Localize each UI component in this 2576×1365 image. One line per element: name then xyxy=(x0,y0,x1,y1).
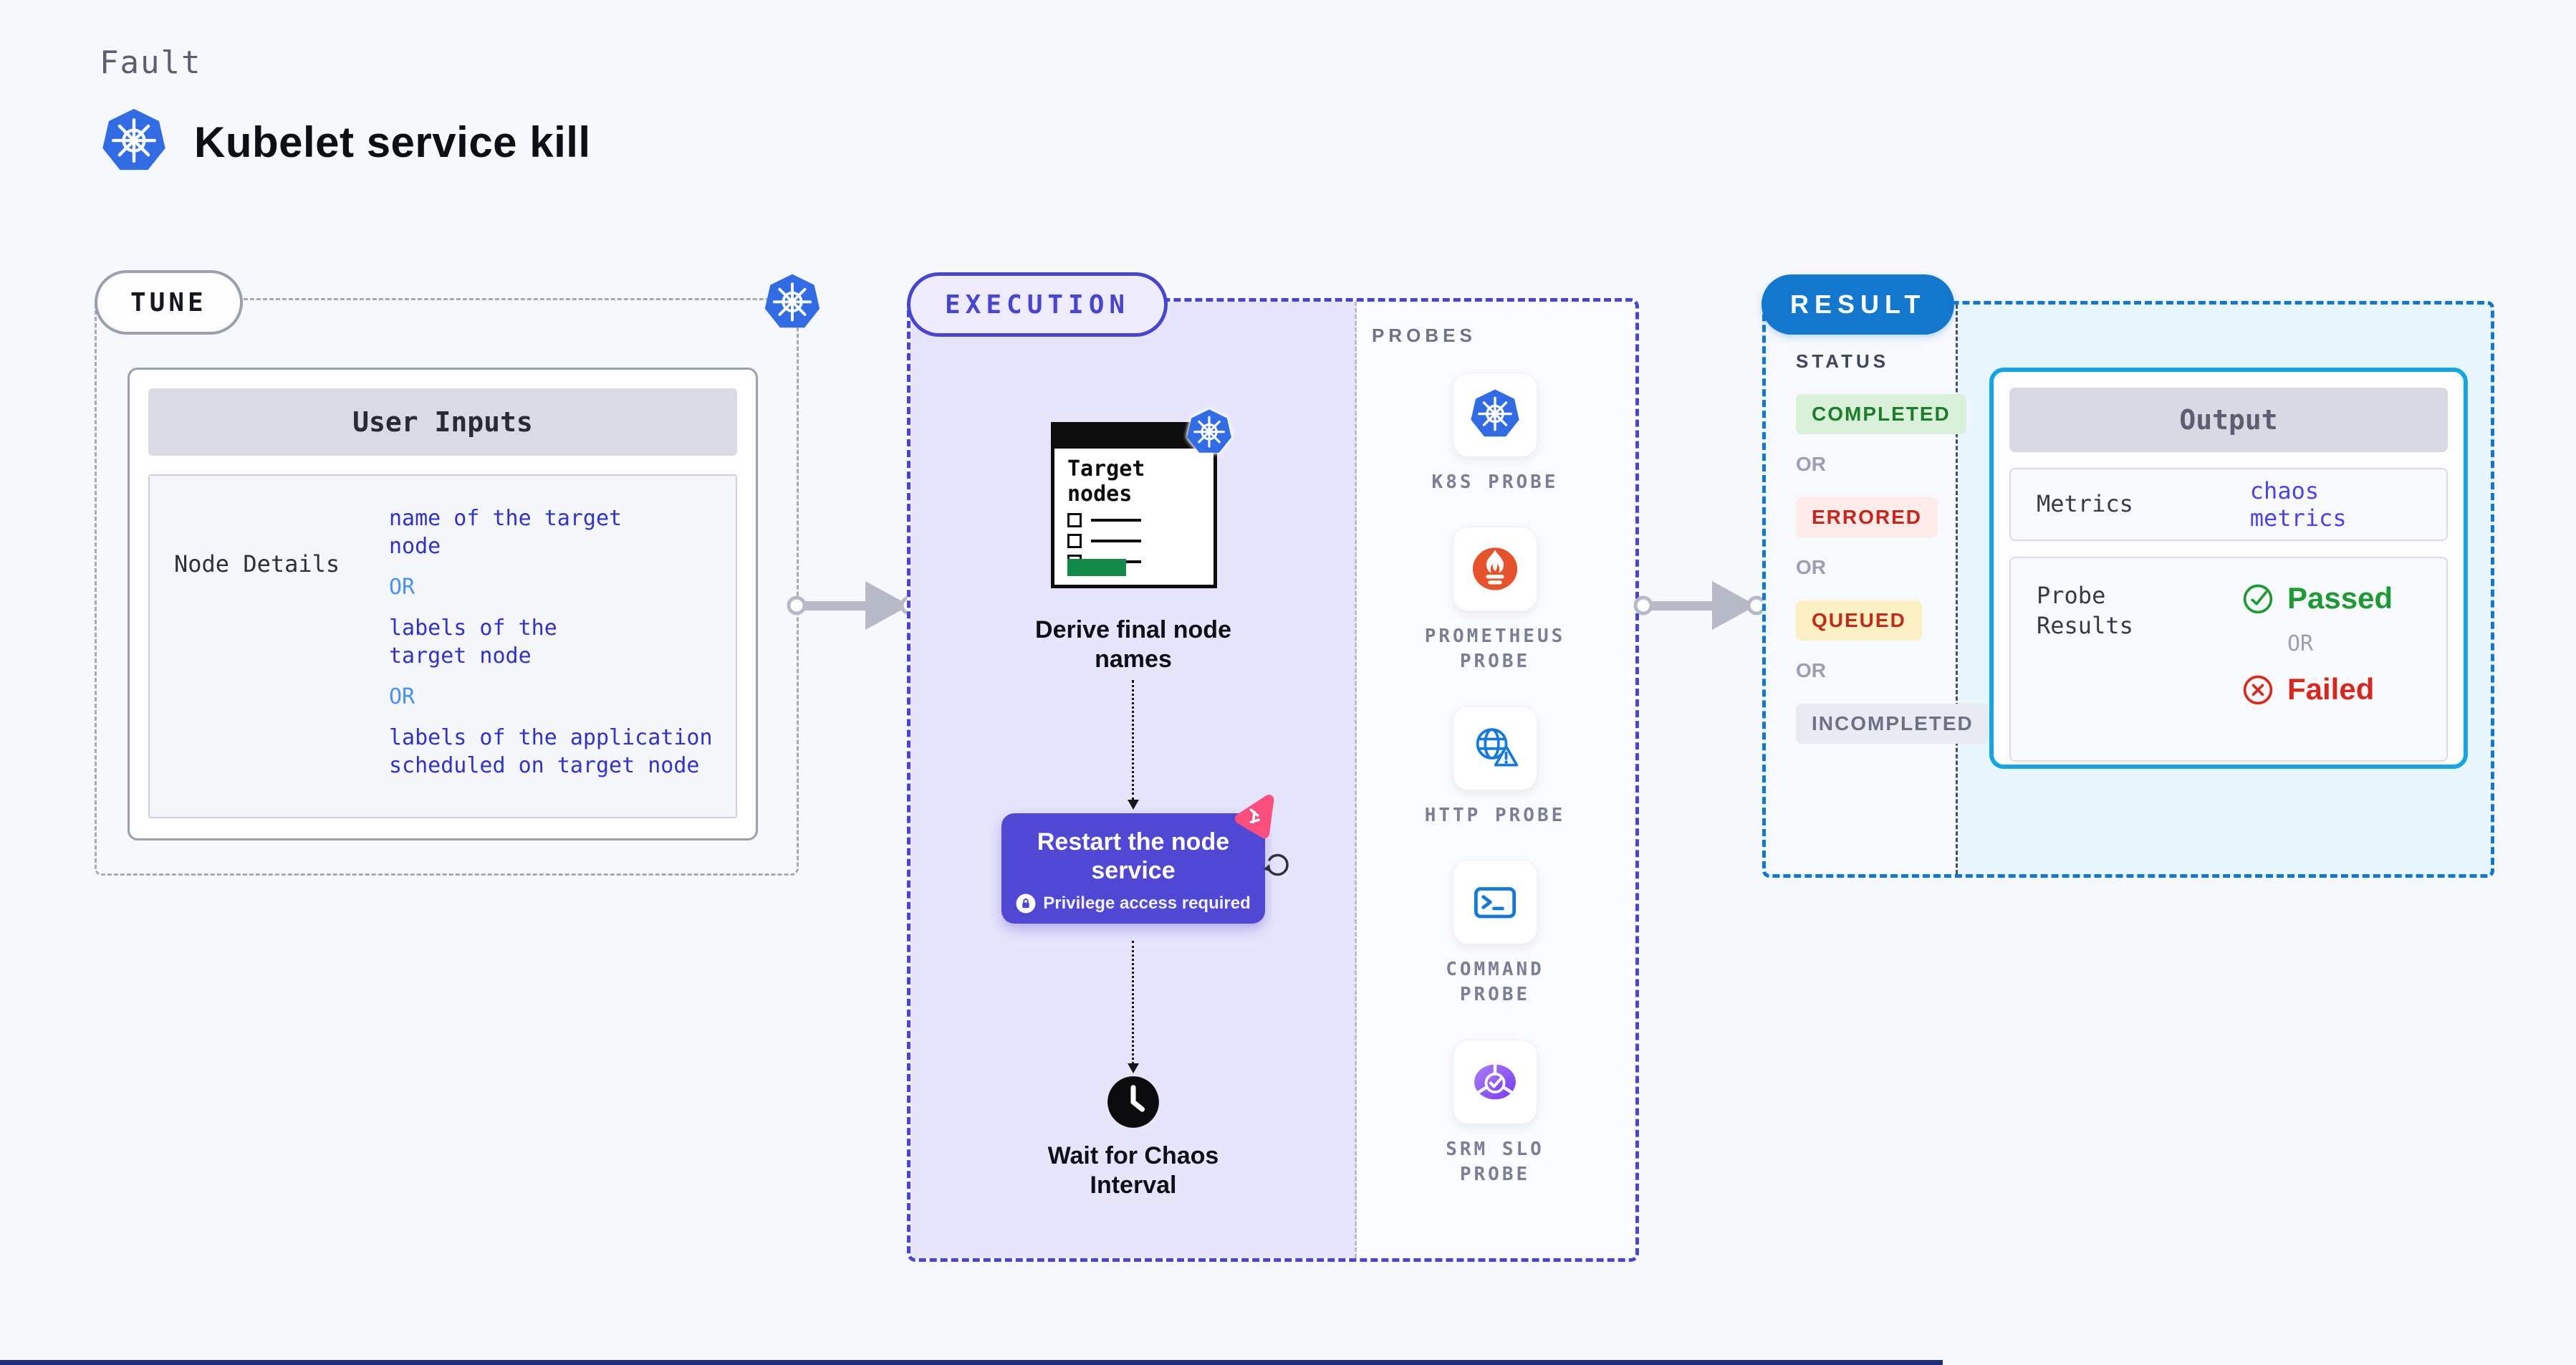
user-inputs-header: User Inputs xyxy=(148,388,737,456)
tune-section: TUNE User Inputs Node Details name of th… xyxy=(95,270,822,876)
probe-card xyxy=(1453,860,1537,945)
probe-item-command: COMMAND PROBE xyxy=(1405,860,1585,1007)
option-node-name: name of the target node xyxy=(389,506,623,559)
checkbox-icon xyxy=(1067,513,1082,527)
tune-pill: TUNE xyxy=(95,270,243,335)
fault-kicker: Fault xyxy=(100,44,202,81)
probe-list: K8S PROBE PROMETHEUS PROBE xyxy=(1355,373,1635,1187)
metrics-value: chaos metrics xyxy=(2249,477,2347,532)
prometheus-icon xyxy=(1472,547,1518,590)
probe-item-srm-slo: SRM SLO PROBE xyxy=(1405,1039,1585,1187)
probe-item-http: HTTP PROBE xyxy=(1425,706,1566,828)
probe-item-prometheus: PROMETHEUS PROBE xyxy=(1405,527,1585,674)
page-header: Kubelet service kill xyxy=(100,107,591,176)
flow-connector xyxy=(1128,941,1139,1073)
target-nodes-title: Target nodes xyxy=(1067,456,1145,507)
checklist-row xyxy=(1067,534,1141,548)
probe-label: HTTP PROBE xyxy=(1424,805,1566,827)
user-inputs-table: Node Details name of the target node OR … xyxy=(148,474,737,818)
clock-icon xyxy=(1107,1076,1159,1128)
result-section: STATUS COMPLETED OR ERRORED OR QUEUED OR… xyxy=(1762,274,2494,878)
execution-section: Target nodes Derive final node names Res… xyxy=(907,272,1639,1262)
probe-label: SRM SLO PROBE xyxy=(1446,1138,1544,1185)
or-separator: OR xyxy=(1796,453,1826,475)
status-badge-incompleted: INCOMPLETED xyxy=(1796,704,1989,744)
flow-arrow-tune-to-execution xyxy=(787,581,920,630)
probes-title: PROBES xyxy=(1372,325,1476,346)
probe-item-k8s: K8S PROBE xyxy=(1432,373,1559,495)
checklist-row xyxy=(1067,513,1141,527)
restart-step-title: Restart the node service xyxy=(1037,828,1230,885)
node-details-label: Node Details xyxy=(174,550,340,578)
or-separator: OR xyxy=(2287,631,2314,656)
kubernetes-icon xyxy=(1469,388,1521,438)
execution-pill: EXECUTION xyxy=(907,272,1168,337)
status-badge-queued: QUEUED xyxy=(1796,600,1922,641)
probe-card xyxy=(1452,706,1537,791)
output-header: Output xyxy=(2009,388,2448,452)
probe-results-label: Probe Results xyxy=(2037,582,2133,639)
target-nodes-document: Target nodes xyxy=(1051,408,1233,588)
failed-label: Failed xyxy=(2287,672,2375,706)
or-separator: OR xyxy=(389,575,415,600)
probes-panel: PROBES K8S PROBE PROMETHEUS PROBE xyxy=(1355,302,1635,1258)
restart-node-service-step: Restart the node service Privilege acces… xyxy=(1001,795,1274,924)
probe-label: PROMETHEUS PROBE xyxy=(1424,626,1566,673)
privilege-note-text: Privilege access required xyxy=(1043,894,1251,914)
progress-bar xyxy=(1067,559,1126,576)
kubernetes-icon xyxy=(100,107,168,176)
execution-flow-panel: Target nodes Derive final node names Res… xyxy=(910,302,1357,1258)
or-separator: OR xyxy=(389,684,415,709)
status-title: STATUS xyxy=(1796,350,1890,372)
node-details-options: name of the target node OR labels of the… xyxy=(389,504,736,817)
probe-label: K8S PROBE xyxy=(1431,471,1559,493)
output-card: Output Metrics chaos metrics Probe Resul… xyxy=(1989,368,2468,769)
option-app-labels: labels of the application scheduled on t… xyxy=(389,725,713,778)
derive-step-caption: Derive final node names xyxy=(1035,616,1231,673)
probe-card xyxy=(1453,1039,1537,1124)
probe-card xyxy=(1452,373,1537,457)
or-separator: OR xyxy=(1796,556,1826,578)
probe-results-values: Passed OR Failed xyxy=(2241,581,2393,760)
line-placeholder xyxy=(1091,519,1141,522)
status-panel: STATUS COMPLETED OR ERRORED OR QUEUED OR… xyxy=(1766,305,1989,874)
failed-line: Failed xyxy=(2241,672,2393,707)
passed-line: Passed xyxy=(2241,581,2393,616)
kubernetes-icon xyxy=(1186,408,1233,454)
slo-donut-icon xyxy=(1474,1063,1516,1099)
probe-card xyxy=(1453,527,1537,612)
passed-label: Passed xyxy=(2287,581,2393,615)
check-circle-icon xyxy=(2243,584,2273,614)
window-edge-bar xyxy=(0,1360,1943,1365)
metrics-row: Metrics chaos metrics xyxy=(2009,468,2448,541)
flow-arrow-execution-to-result xyxy=(1633,581,1767,630)
lock-icon xyxy=(1016,894,1036,914)
privilege-note: Privilege access required xyxy=(1001,894,1265,914)
flow-connector xyxy=(1128,680,1139,810)
loop-refresh-icon xyxy=(1264,853,1289,876)
option-node-labels: labels of the target node xyxy=(389,616,557,669)
terminal-icon xyxy=(1474,887,1517,919)
x-circle-icon xyxy=(2243,675,2273,705)
result-pill: RESULT xyxy=(1762,274,1955,335)
probe-results-row: Probe Results Passed OR Failed xyxy=(2009,557,2448,762)
document-title-bar xyxy=(1054,426,1213,449)
line-placeholder xyxy=(1091,540,1141,542)
chaos-fault-badge-icon xyxy=(1234,795,1274,838)
checkbox-icon xyxy=(1067,534,1082,548)
metrics-label: Metrics xyxy=(2037,490,2133,518)
page-title: Kubelet service kill xyxy=(194,118,591,166)
probe-label: COMMAND PROBE xyxy=(1446,959,1544,1006)
or-separator: OR xyxy=(1796,659,1826,681)
wait-step-caption: Wait for Chaos Interval xyxy=(1047,1142,1219,1199)
status-badge-completed: COMPLETED xyxy=(1796,394,1966,434)
kubernetes-icon xyxy=(763,273,822,330)
user-inputs-card: User Inputs Node Details name of the tar… xyxy=(128,368,758,840)
status-badge-errored: ERRORED xyxy=(1796,497,1938,537)
http-globe-icon xyxy=(1476,728,1519,767)
